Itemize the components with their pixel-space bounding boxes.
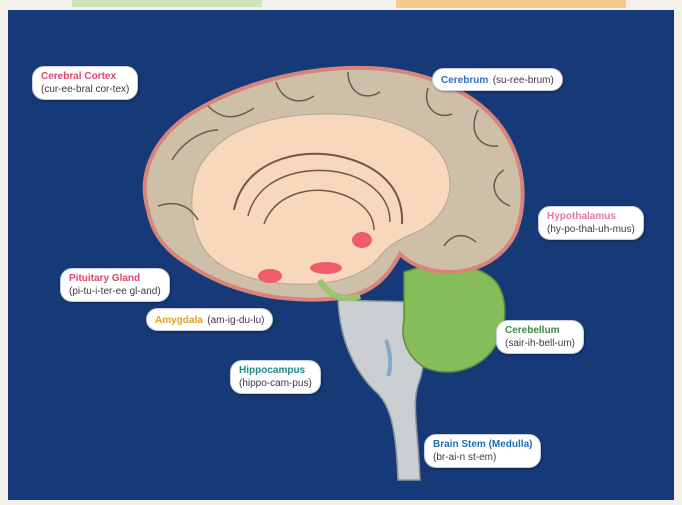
label-pronunciation: (sair-ih-bell-um) [505,337,575,350]
label-pronunciation: (br-ai-n st-em) [433,451,532,464]
label-pronunciation: (su-ree-brum) [493,75,554,86]
tape-strip-right [396,0,626,8]
label-name: Pituitary Gland [69,272,161,285]
cerebellum-shape [403,265,505,372]
label-hippocampus: Hippocampus (hippo-cam-pus) [230,360,321,394]
label-pronunciation: (cur-ee-bral cor-tex) [41,83,129,96]
label-name: Hippocampus [239,364,312,377]
label-cerebellum: Cerebellum (sair-ih-bell-um) [496,320,584,354]
amygdala-shape [310,262,342,274]
label-cerebral-cortex: Cerebral Cortex (cur-ee-bral cor-tex) [32,66,138,100]
label-pronunciation: (hippo-cam-pus) [239,377,312,390]
label-name: Amygdala [155,315,203,326]
label-name: Cerebral Cortex [41,70,129,83]
label-amygdala: Amygdala (am-ig-du-lu) [146,308,273,331]
tape-strip-left [72,0,262,7]
label-name: Cerebrum [441,75,488,86]
label-name: Cerebellum [505,324,575,337]
label-hypothalamus: Hypothalamus (hy-po-thal-uh-mus) [538,206,644,240]
label-pronunciation: (am-ig-du-lu) [207,315,264,326]
label-pronunciation: (pi-tu-i-ter-ee gl-and) [69,285,161,298]
label-name: Hypothalamus [547,210,635,223]
hypothalamus-shape [352,232,372,248]
pituitary-shape [258,269,282,283]
label-pronunciation: (hy-po-thal-uh-mus) [547,223,635,236]
diagram-board: Cerebral Cortex (cur-ee-bral cor-tex) Ce… [8,10,674,500]
label-brain-stem: Brain Stem (Medulla) (br-ai-n st-em) [424,434,541,468]
label-cerebrum: Cerebrum (su-ree-brum) [432,68,563,91]
label-pituitary-gland: Pituitary Gland (pi-tu-i-ter-ee gl-and) [60,268,170,302]
label-name: Brain Stem (Medulla) [433,438,532,451]
